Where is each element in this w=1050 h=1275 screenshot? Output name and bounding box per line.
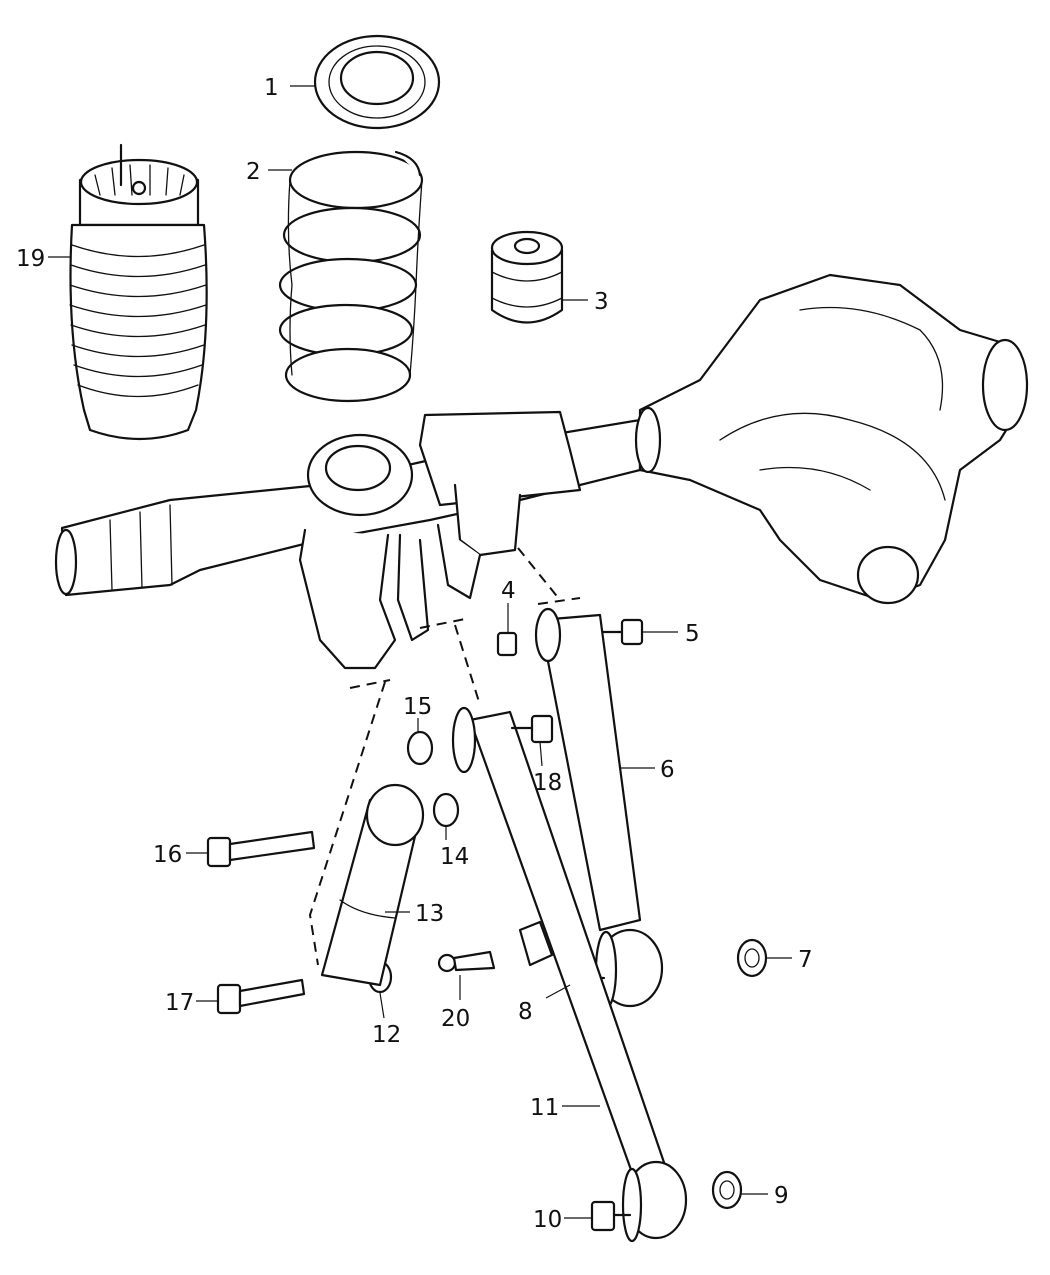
lower-control-arm <box>451 706 688 1243</box>
spring-isolator <box>313 34 441 130</box>
callout-2: 2 <box>246 159 261 185</box>
callout-20: 20 <box>441 1006 470 1032</box>
callout-10: 10 <box>533 1207 562 1233</box>
coil-spring <box>278 150 424 403</box>
callout-17: 17 <box>165 990 194 1016</box>
callout-9: 9 <box>774 1183 789 1209</box>
callout-12: 12 <box>372 1022 401 1048</box>
callout-18: 18 <box>533 770 562 796</box>
callout-labels: 1 2 3 4 5 6 7 8 9 10 11 12 13 14 15 16 1… <box>16 75 813 1233</box>
nut-7 <box>736 938 768 978</box>
nut-9 <box>711 1170 743 1210</box>
ball-stud <box>437 950 496 973</box>
callout-8: 8 <box>518 999 533 1025</box>
callout-13: 13 <box>415 901 444 927</box>
callout-15: 15 <box>403 694 432 720</box>
bolt-18 <box>510 714 554 744</box>
callout-7: 7 <box>798 947 813 973</box>
callout-14: 14 <box>440 844 469 870</box>
callout-6: 6 <box>660 757 675 783</box>
bolt-17 <box>216 978 306 1015</box>
callout-3: 3 <box>594 289 609 315</box>
callout-5: 5 <box>685 621 700 647</box>
alignment-lines <box>308 547 581 966</box>
nut-4 <box>496 631 518 657</box>
nut-15 <box>406 730 434 766</box>
callout-19: 19 <box>16 246 45 272</box>
callout-11: 11 <box>530 1095 559 1121</box>
callout-1: 1 <box>264 75 279 101</box>
jounce-bumper <box>490 230 564 324</box>
arm-bracket <box>518 920 554 967</box>
upper-control-arm <box>534 607 664 1010</box>
shock-absorber <box>320 783 425 987</box>
callout-16: 16 <box>153 842 182 868</box>
bolt-10 <box>590 1200 632 1232</box>
bolt-16 <box>206 830 316 868</box>
nut-14 <box>432 792 460 828</box>
axle-housing <box>54 273 1029 670</box>
leader-lines <box>48 85 792 1219</box>
bolt-5 <box>598 618 644 646</box>
air-spring <box>69 143 208 441</box>
callout-4: 4 <box>501 578 516 604</box>
